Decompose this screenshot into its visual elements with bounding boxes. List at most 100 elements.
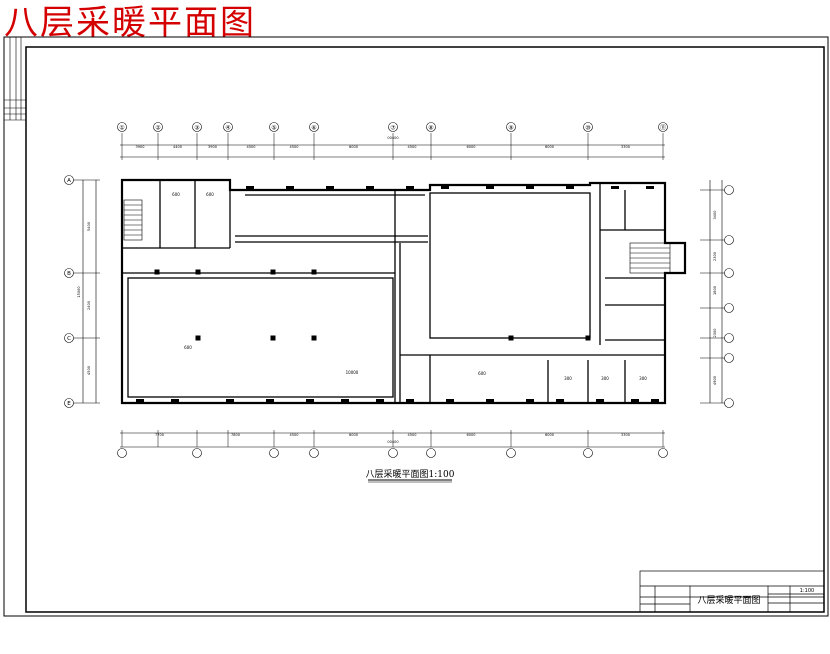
radiator bbox=[556, 399, 564, 402]
axis-bubble-right bbox=[724, 268, 734, 278]
axis-bubble-bottom bbox=[583, 448, 593, 458]
room-label-small-2: 300 bbox=[601, 376, 609, 381]
title-block bbox=[639, 570, 825, 613]
dim-top: 6000 bbox=[545, 145, 554, 149]
axis-bubble-left bbox=[64, 398, 74, 408]
dim-top: 3900 bbox=[208, 145, 217, 149]
axis-label-top: ⑦ bbox=[390, 125, 396, 132]
dim-left: 4500 bbox=[87, 366, 91, 375]
room-label-top-left-2: 600 bbox=[206, 192, 214, 197]
column-marker bbox=[585, 335, 591, 341]
dim-left: 5400 bbox=[87, 222, 91, 231]
radiator bbox=[486, 186, 494, 189]
dim-right: 1800 bbox=[713, 286, 717, 295]
axis-label-top: ⑥ bbox=[311, 125, 316, 132]
axis-bubble-right bbox=[724, 303, 734, 313]
dim-top: 6000 bbox=[467, 145, 476, 149]
dim-left: 2400 bbox=[87, 301, 91, 310]
room-label-small-3: 300 bbox=[639, 376, 647, 381]
axis-bubble-top bbox=[269, 122, 279, 132]
radiator bbox=[651, 399, 659, 402]
binding-strip bbox=[4, 37, 26, 121]
dim-left-overall: 15000 bbox=[77, 286, 81, 297]
axis-bubble-left bbox=[64, 175, 74, 185]
axis-label-left: B bbox=[67, 271, 71, 277]
column-marker bbox=[311, 269, 317, 275]
axis-label-top: ④ bbox=[225, 125, 230, 132]
axis-bubble-top bbox=[583, 122, 593, 132]
axis-bubble-top bbox=[506, 122, 516, 132]
column-marker bbox=[195, 269, 201, 275]
axis-grid-lines bbox=[70, 133, 725, 447]
axis-bubble-bottom bbox=[506, 448, 516, 458]
radiator bbox=[566, 186, 574, 189]
axis-bubble-right bbox=[724, 235, 734, 245]
dim-right: 2300 bbox=[713, 252, 717, 261]
radiator bbox=[406, 399, 414, 402]
dim-top: 3900 bbox=[136, 145, 145, 149]
room-label-small-1: 300 bbox=[564, 376, 572, 381]
room-label-main-hall: 600 bbox=[184, 345, 192, 350]
column-marker bbox=[508, 335, 514, 341]
axis-bubble-bottom bbox=[388, 448, 398, 458]
staircase-right bbox=[629, 242, 671, 274]
dim-top: 6000 bbox=[349, 145, 358, 149]
radiator bbox=[486, 399, 494, 402]
axis-label-top: ⑩ bbox=[585, 125, 590, 132]
radiator bbox=[526, 399, 534, 402]
room-label-lower-right: 600 bbox=[478, 371, 486, 376]
axis-bubble-bottom bbox=[309, 448, 319, 458]
radiator bbox=[226, 399, 234, 402]
axis-label-top: ① bbox=[119, 125, 124, 132]
axis-label-left: C bbox=[67, 336, 71, 342]
plan-caption: 八层采暖平面图1:100 bbox=[366, 468, 455, 480]
dim-bottom-overall: 00400 bbox=[387, 440, 398, 444]
radiator bbox=[366, 186, 374, 189]
dim-top: 4500 bbox=[290, 145, 299, 149]
radiator bbox=[611, 186, 619, 189]
dim-top-overall: 00400 bbox=[387, 136, 398, 140]
column-marker bbox=[270, 269, 276, 275]
radiator bbox=[646, 186, 654, 189]
dim-bottom: 6000 bbox=[349, 433, 358, 437]
axis-bubble-right bbox=[724, 353, 734, 363]
dim-right: 4900 bbox=[713, 376, 717, 385]
column-marker bbox=[154, 269, 160, 275]
dimension-texts: 3900 4400 3900 4500 4500 6000 4500 6000 6000 3300… bbox=[77, 136, 717, 444]
radiator bbox=[171, 399, 179, 402]
radiator bbox=[246, 186, 254, 189]
radiator bbox=[526, 186, 534, 189]
radiators bbox=[136, 186, 659, 402]
radiator bbox=[631, 399, 639, 402]
title-block-scale: 1:100 bbox=[800, 588, 814, 594]
radiator bbox=[266, 399, 274, 402]
dim-top: 4500 bbox=[408, 145, 417, 149]
radiator bbox=[326, 186, 334, 189]
dim-bottom: 7800 bbox=[231, 433, 240, 437]
axis-bubble-top bbox=[153, 122, 163, 132]
axis-bubble-left bbox=[64, 333, 74, 343]
axis-label-top: ⑨ bbox=[508, 125, 513, 132]
staircase-left bbox=[123, 199, 143, 241]
radiator bbox=[306, 399, 314, 402]
dim-bottom: 3300 bbox=[621, 433, 630, 437]
dim-bottom: 6000 bbox=[545, 433, 554, 437]
radiator bbox=[286, 186, 294, 189]
radiator bbox=[341, 399, 349, 402]
axis-bubble-left bbox=[64, 268, 74, 278]
dimension-lines bbox=[82, 144, 723, 448]
axis-label-top: ⑪ bbox=[660, 124, 666, 132]
axis-bubble-top bbox=[658, 122, 668, 132]
dim-top: 4400 bbox=[173, 145, 182, 149]
radiator bbox=[446, 399, 454, 402]
radiator bbox=[441, 186, 449, 189]
axis-bubble-right bbox=[724, 185, 734, 195]
radiator bbox=[376, 399, 384, 402]
axis-label-top: ⑤ bbox=[271, 125, 276, 132]
axis-bubble-right bbox=[724, 333, 734, 343]
axis-bubble-right bbox=[724, 398, 734, 408]
title-block-name: 八层采暖平面图 bbox=[697, 594, 760, 606]
axis-bubble-top bbox=[223, 122, 233, 132]
axis-bubble-bottom bbox=[426, 448, 436, 458]
